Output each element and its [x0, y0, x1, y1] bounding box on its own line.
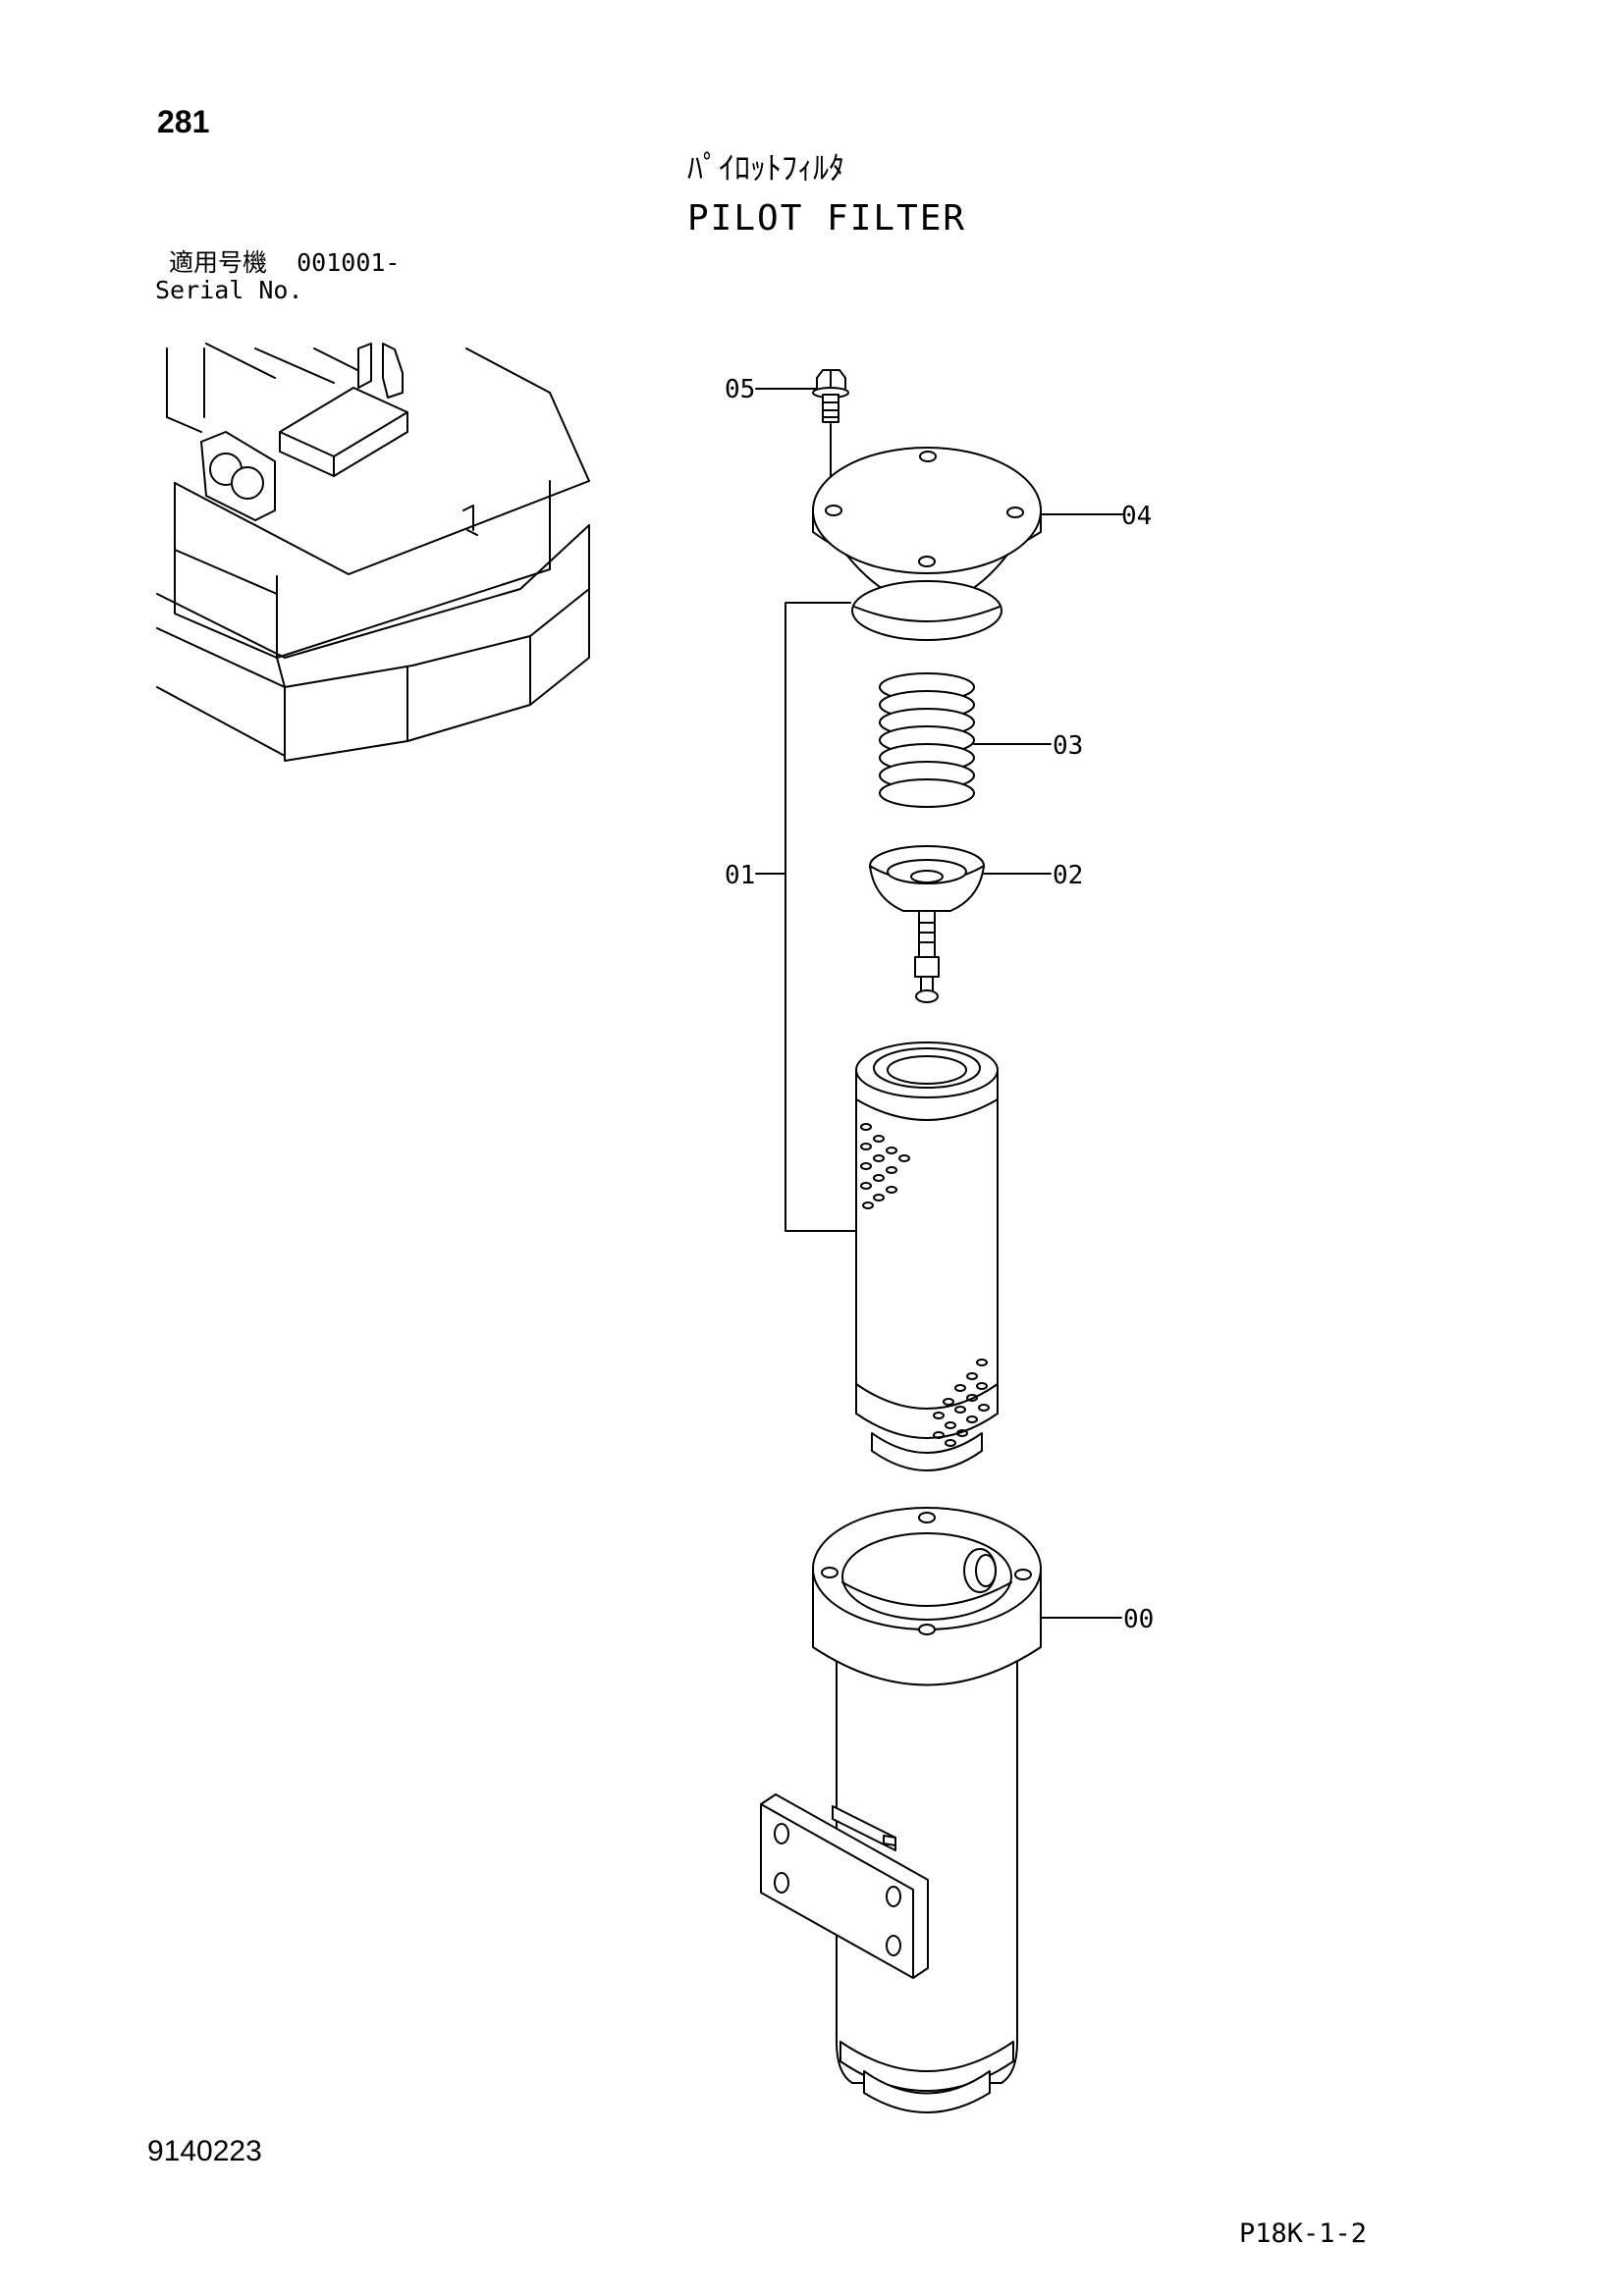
- perforation-pattern-bottom: [933, 1359, 990, 1447]
- callout-05: 05: [725, 375, 755, 404]
- callout-02: 02: [1053, 861, 1083, 890]
- spring-part-03: [879, 672, 975, 808]
- o-ring-part-01a: [851, 580, 1002, 641]
- serial-range: 001001-: [297, 248, 401, 277]
- document-code: 9140223: [147, 2135, 262, 2167]
- page-number: 281: [157, 104, 210, 139]
- callout-00: 00: [1123, 1605, 1154, 1634]
- valve-part-02: [869, 845, 985, 1003]
- title-english: PILOT FILTER: [687, 198, 967, 239]
- perforation-pattern-top: [860, 1123, 910, 1209]
- serial-applicability: 適用号機 001001-: [169, 250, 400, 275]
- page-code: P18K-1-2: [1239, 2218, 1368, 2249]
- callout-01: 01: [725, 861, 755, 890]
- filter-element-part-01: [855, 1041, 999, 1471]
- callout-04: 04: [1121, 502, 1152, 531]
- pilot-filter-exploded-diagram: [755, 369, 1123, 2113]
- housing-part-00: [760, 1507, 1042, 2113]
- cover-part-04: [812, 447, 1042, 608]
- title-japanese: ﾊﾟｲﾛｯﾄﾌｨﾙﾀ: [687, 149, 845, 187]
- bolt-part-05: [812, 369, 849, 511]
- callout-03: 03: [1053, 731, 1083, 761]
- serial-label-jp: 適用号機: [169, 248, 268, 277]
- machine-location-icon: [156, 343, 590, 762]
- serial-label-en: Serial No.: [155, 276, 303, 304]
- callout-leaders: [755, 388, 1123, 1619]
